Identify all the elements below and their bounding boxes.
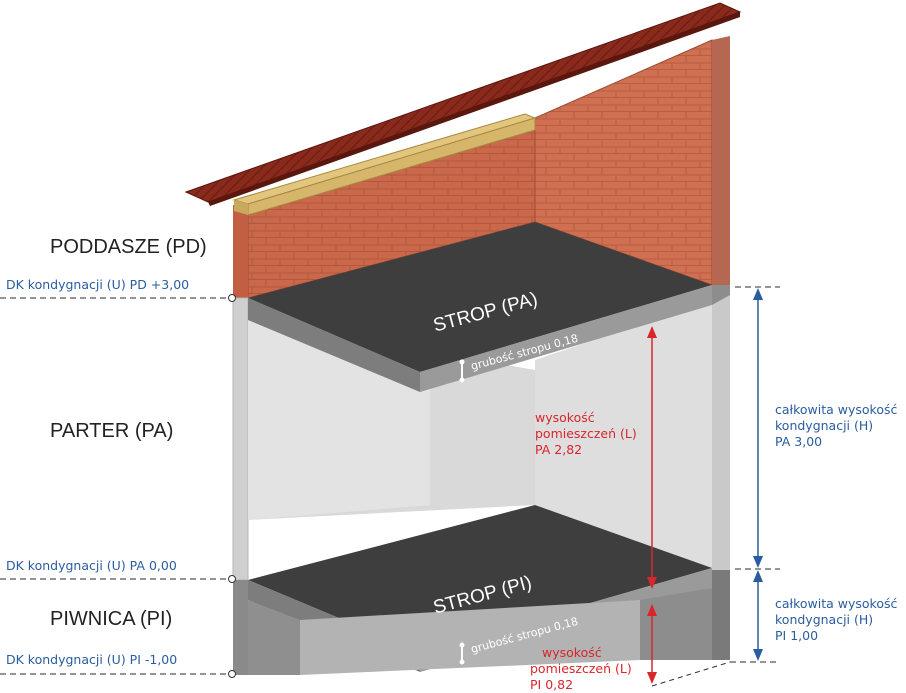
lower-slab-top	[248, 505, 712, 652]
total-height-pa-line1: całkowita wysokość	[775, 402, 898, 417]
total-height-pi-line3: PI 1,00	[775, 628, 819, 643]
storey-label-basement: PIWNICA (PI)	[50, 608, 173, 630]
room-height-arrow-pi	[647, 604, 657, 684]
wall-plate-beam-end	[234, 200, 248, 215]
ground-right-wall-edge	[712, 290, 730, 570]
total-height-pa-line3: PA 3,00	[775, 434, 823, 449]
level-label-pi: DK kondygnacji (U) PI -1,00	[6, 652, 178, 667]
room-height-pa-line2: pomieszczeń (L)	[535, 426, 637, 441]
total-height-arrow-pa	[753, 288, 763, 568]
roof-edge	[208, 12, 740, 206]
basement-right-wall	[640, 588, 712, 660]
total-height-pa-line2: kondygnacji (H)	[775, 418, 874, 433]
upper-slab-front-left	[248, 298, 420, 392]
upper-slab-edge-top	[712, 285, 730, 305]
level-label-pa: DK kondygnacji (U) PA 0,00	[6, 558, 177, 573]
room-height-pi-line2: pomieszczeń (L)	[530, 661, 632, 676]
basement-left-wall	[233, 580, 248, 675]
ground-left-wall	[232, 297, 249, 581]
storey-label-attic: PODDASZE (PD)	[50, 236, 207, 258]
upper-slab-front-right	[420, 285, 712, 392]
attic-left-wall	[233, 205, 248, 298]
lower-slab-thickness-marker	[459, 642, 465, 665]
room-height-pa-line1: wysokość	[535, 410, 595, 425]
room-height-pi-line1: wysokość	[542, 645, 602, 660]
level-label-pd: DK kondygnacji (U) PD +3,00	[6, 277, 190, 292]
room-height-pi-line3: PI 0,82	[530, 677, 574, 692]
ground-right-wall	[535, 300, 712, 570]
room-height-arrow-pa	[647, 326, 657, 589]
level-point-pi	[228, 670, 236, 678]
room-height-note-pi: wysokość pomieszczeń (L) PI 0,82	[530, 645, 632, 693]
basement-right-edge	[712, 570, 730, 660]
room-height-pa-line3: PA 2,82	[535, 442, 583, 457]
basement-left-block	[248, 600, 300, 675]
total-height-pi-line2: kondygnacji (H)	[775, 612, 874, 627]
attic-right-wall-edge	[712, 36, 730, 285]
room-height-note-pa: wysokość pomieszczeń (L) PA 2,82	[535, 410, 637, 458]
level-point-pa	[228, 575, 236, 583]
upper-slab-thickness-marker	[459, 359, 465, 383]
total-height-arrow-pi	[753, 570, 763, 661]
total-height-note-pa: całkowita wysokość kondygnacji (H) PA 3,…	[775, 402, 897, 450]
upper-slab-top	[248, 222, 712, 372]
storey-label-ground: PARTER (PA)	[50, 420, 174, 442]
total-height-note-pi: całkowita wysokość kondygnacji (H) PI 1,…	[775, 596, 897, 644]
bottom-dash	[651, 661, 731, 687]
total-height-pi-line1: całkowita wysokość	[775, 596, 898, 611]
level-point-pd	[228, 294, 236, 302]
basement-inner-face	[300, 600, 640, 675]
